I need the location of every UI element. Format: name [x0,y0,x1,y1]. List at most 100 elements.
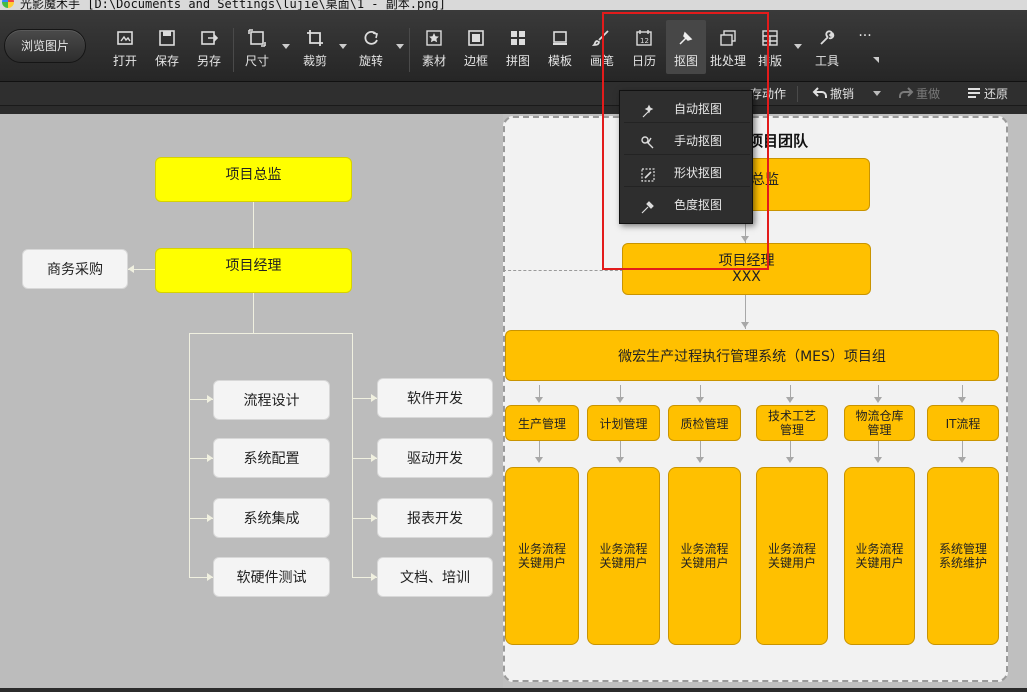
undo-button[interactable]: 撤销 [812,85,854,102]
save-as-icon [199,28,219,48]
dept-quality: 质检管理 [668,405,741,441]
dept-planning: 计划管理 [587,405,660,441]
connector-arrow [535,457,543,463]
node-system-integration: 系统集成 [213,498,330,538]
save-action-button[interactable]: 存动作 [750,87,787,101]
rc-manager-title: 项目经理 [718,253,775,269]
connector-arrow [696,457,704,463]
connector [745,211,746,243]
dept-process-tech-users: 业务流程 关键用户 [756,467,828,645]
star-icon [424,28,444,48]
browse-images-button[interactable]: 浏览图片 [4,29,86,63]
connector-arrow [207,395,213,403]
batch-button[interactable]: 批处理 [708,20,748,74]
toolbar-separator [233,28,234,72]
toolbar-expand-icon[interactable] [873,57,879,63]
connector [253,293,254,333]
template-icon [550,28,570,48]
connector [189,333,190,577]
connector-arrow [371,394,377,402]
connector [790,441,791,461]
connector [189,577,213,578]
connector [352,398,377,399]
team-title: 项目团队 [748,132,809,150]
auto-cutout-icon [640,101,656,118]
title-bar: 光影魔术手 [D:\Documents and Settings\lujie\桌… [0,0,1027,10]
connector-arrow [696,397,704,403]
menu-item-manual-cutout[interactable]: 手动抠图 [624,127,750,155]
cutout-button[interactable]: 抠图 [666,20,706,74]
node-procurement: 商务采购 [22,249,128,289]
dept-process-tech: 技术工艺 管理 [756,405,828,441]
connector-arrow [207,454,213,462]
app-logo-icon [2,0,14,8]
redo-button[interactable]: 重做 [898,85,940,102]
connector [128,269,155,270]
layout-dropdown-caret[interactable] [794,44,802,49]
size-button[interactable]: 尺寸 [237,20,277,74]
connector-arrow [874,397,882,403]
connector-arrow [741,236,749,242]
rotate-button[interactable]: 旋转 [351,20,391,74]
connector-arrow [741,322,749,328]
connector [962,385,963,399]
grid-icon [508,28,528,48]
connector [539,441,540,461]
calendar-button[interactable]: 12 日历 [624,20,664,74]
node-driver-dev: 驱动开发 [377,438,493,478]
collage-button[interactable]: 拼图 [498,20,538,74]
shape-cutout-icon [640,165,656,182]
dept-planning-users: 业务流程 关键用户 [587,467,660,645]
size-dropdown-caret[interactable] [282,44,290,49]
node-report-dev: 报表开发 [377,498,493,538]
cutout-dropdown-menu: 自动抠图 手动抠图 形状抠图 色度抠图 [619,90,753,224]
open-button[interactable]: 打开 [105,20,145,74]
node-project-manager: 项目经理 [155,248,352,293]
save-as-button[interactable]: 另存 [189,20,229,74]
node-project-director: 项目总监 [155,157,352,202]
dept-production: 生产管理 [505,405,579,441]
border-button[interactable]: 边框 [456,20,496,74]
connector-arrow [371,514,377,522]
connector [539,385,540,399]
template-button[interactable]: 模板 [540,20,580,74]
connector [962,441,963,461]
dept-logistics: 物流仓库 管理 [844,405,915,441]
connector [352,577,377,578]
border-icon [466,28,486,48]
open-icon [115,28,135,48]
crop-button[interactable]: 裁剪 [295,20,335,74]
connector-arrow [874,457,882,463]
connector [189,518,213,519]
menu-item-chroma-cutout[interactable]: 色度抠图 [624,191,750,219]
crop-dropdown-caret[interactable] [339,44,347,49]
connector-arrow [535,397,543,403]
brush-button[interactable]: 画笔 [582,20,622,74]
tools-button[interactable]: 工具 [807,20,847,74]
dept-production-users: 业务流程 关键用户 [505,467,579,645]
connector [745,295,746,329]
manual-cutout-icon [640,133,656,149]
more-button[interactable]: ··· [858,28,872,44]
menu-item-auto-cutout[interactable]: 自动抠图 [624,95,750,123]
main-toolbar: 浏览图片 打开 保存 另存 尺寸 裁剪 旋转 素材 边框 拼图 模板 [0,10,1027,82]
connector-arrow [371,454,377,462]
resize-icon [247,28,267,48]
connector-arrow [207,514,213,522]
dept-quality-users: 业务流程 关键用户 [668,467,741,645]
material-button[interactable]: 素材 [414,20,454,74]
connector [352,458,377,459]
connector [878,385,879,399]
layout-icon [760,28,780,48]
connector [878,441,879,461]
connector [352,333,353,577]
toolbar-separator [409,28,410,72]
undo-dropdown-caret[interactable] [873,91,881,96]
restore-button[interactable]: 还原 [966,85,1008,102]
menu-item-shape-cutout[interactable]: 形状抠图 [624,159,750,187]
bottom-edge [0,688,1027,692]
save-button[interactable]: 保存 [147,20,187,74]
connector [189,458,213,459]
layout-button[interactable]: 排版 [750,20,790,74]
rotate-dropdown-caret[interactable] [396,44,404,49]
